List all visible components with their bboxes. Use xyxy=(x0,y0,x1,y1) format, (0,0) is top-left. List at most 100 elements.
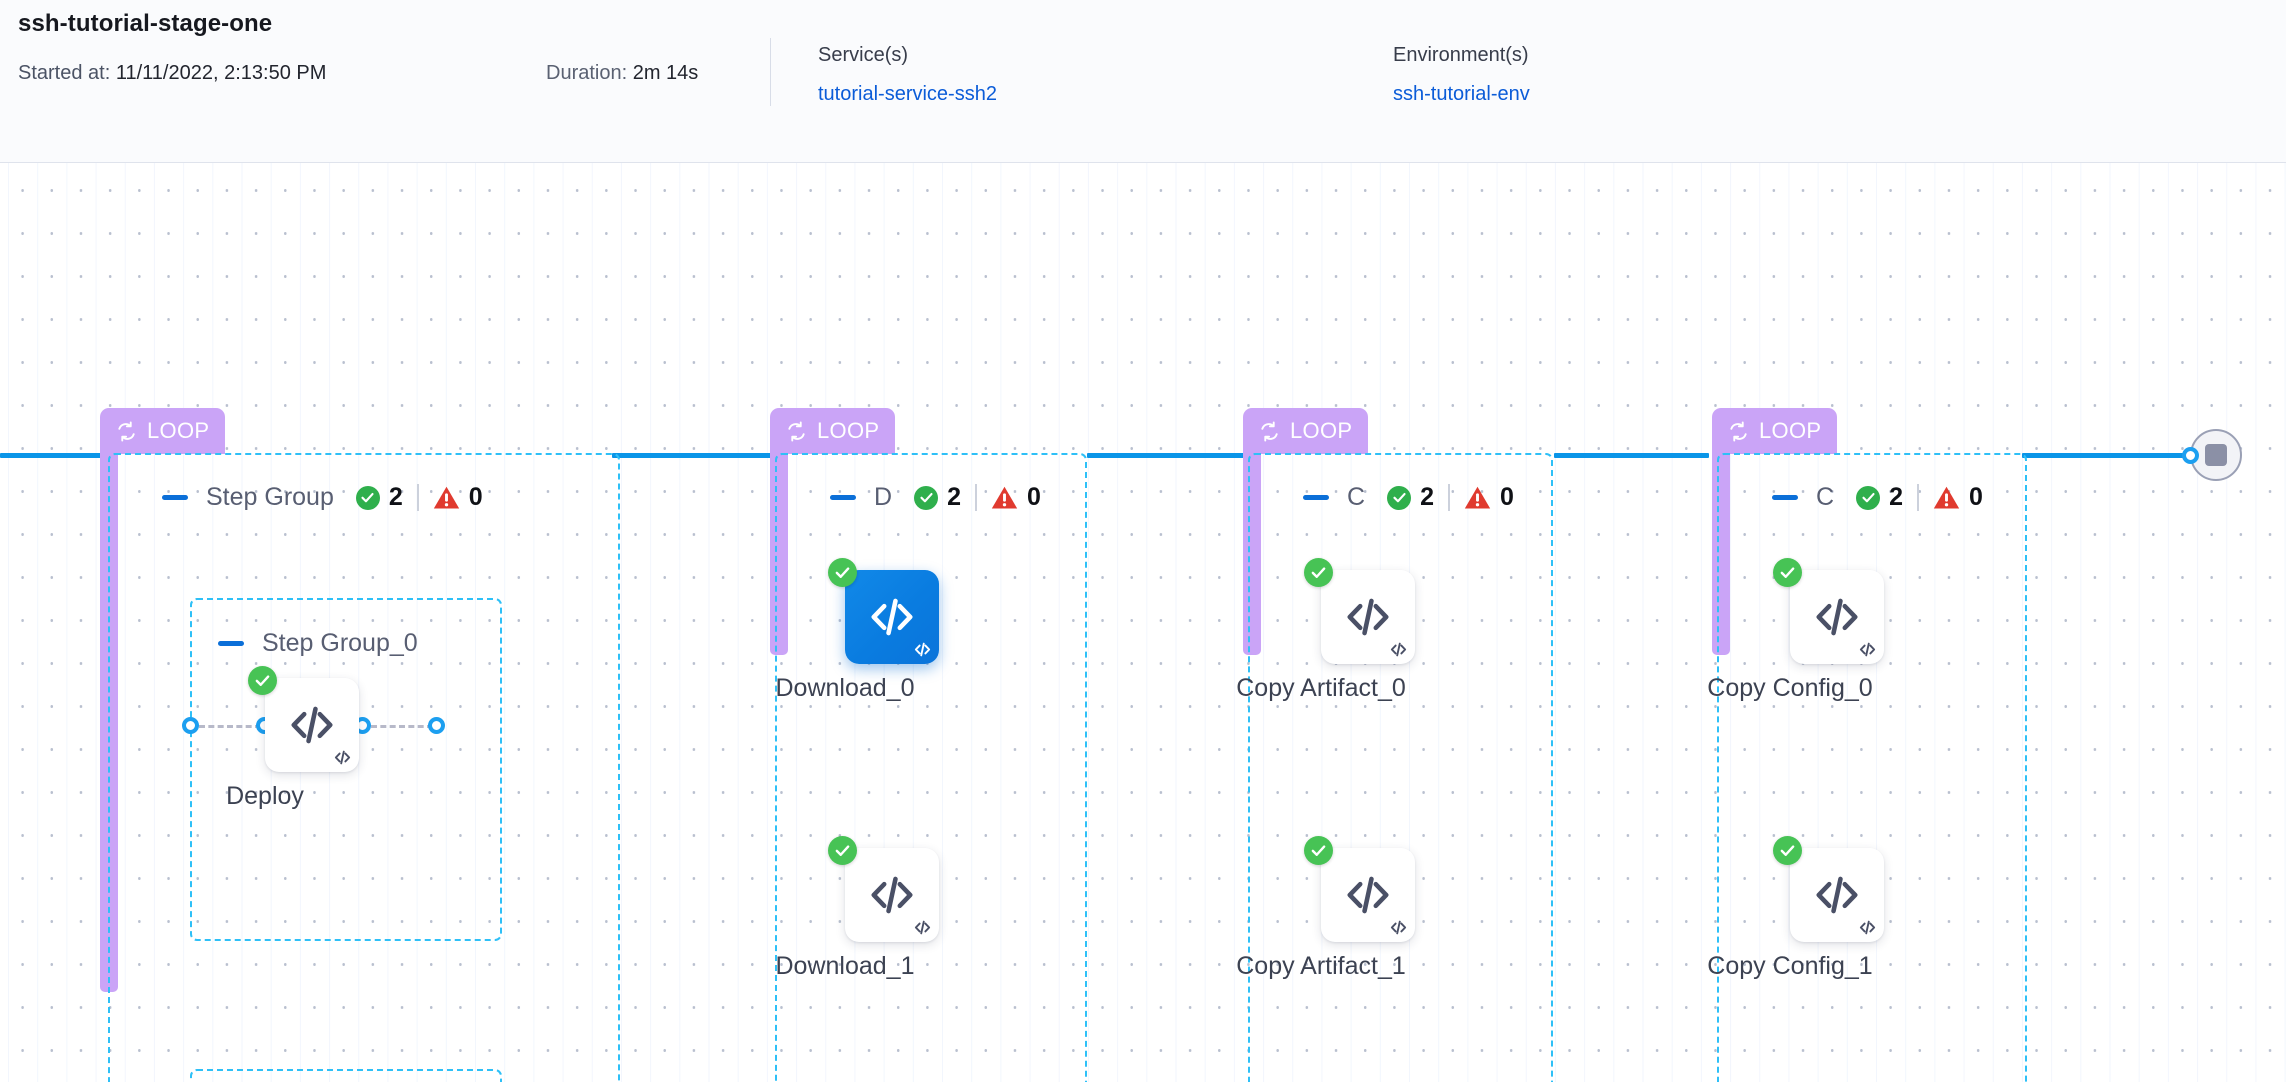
port-link-right xyxy=(371,725,433,728)
connector-line-1 xyxy=(612,453,777,458)
group-outline xyxy=(1248,453,1553,1082)
pipeline-end-node[interactable] xyxy=(2190,429,2242,481)
connector-line-end xyxy=(2022,453,2207,458)
loop-badge[interactable]: LOOP xyxy=(100,408,226,454)
loop-indicator-bar xyxy=(1712,440,1730,655)
connector-line-start xyxy=(0,453,110,458)
collapse-toggle-icon[interactable] xyxy=(1772,495,1798,500)
node-port-right-outer[interactable] xyxy=(428,717,445,734)
group-header-4: C 2 0 xyxy=(1772,483,1983,512)
collapse-toggle-icon[interactable] xyxy=(830,495,856,500)
warning-icon xyxy=(991,486,1018,509)
code-icon xyxy=(1347,876,1389,914)
code-icon xyxy=(871,598,913,636)
loop-badge[interactable]: LOOP xyxy=(1243,408,1369,454)
step-node-card[interactable] xyxy=(1790,848,1884,942)
collapse-toggle-icon[interactable] xyxy=(218,641,244,646)
duration-value: 2m 14s xyxy=(632,62,699,84)
code-corner-icon xyxy=(1390,642,1407,657)
failure-count: 0 xyxy=(1499,483,1514,511)
loop-badge[interactable]: LOOP xyxy=(770,408,896,454)
loop-icon xyxy=(1730,421,1747,441)
node-status-icon xyxy=(248,666,277,695)
code-icon xyxy=(871,876,913,914)
loop-icon xyxy=(1261,421,1278,441)
inner-group-outline-0 xyxy=(190,598,502,941)
success-stat: 2 xyxy=(355,483,403,512)
duration: Duration: 2m 14s xyxy=(546,62,698,85)
stop-icon xyxy=(2205,444,2227,466)
node-status-icon xyxy=(1304,836,1333,865)
success-icon xyxy=(1856,485,1881,510)
success-count: 2 xyxy=(947,483,961,511)
step-node-card[interactable] xyxy=(845,570,939,664)
code-corner-icon xyxy=(1390,920,1407,935)
step-node-card[interactable] xyxy=(845,848,939,942)
inner-group-title: Step Group_0 xyxy=(262,629,418,657)
loop-icon xyxy=(118,421,135,441)
warning-icon xyxy=(433,486,459,509)
failure-stat: 0 xyxy=(1464,483,1514,512)
warning-icon xyxy=(1933,486,1960,509)
node-label: Copy Artifact_1 xyxy=(1236,952,1406,980)
group-header-1: Step Group 2 0 xyxy=(162,483,483,512)
node-status-icon xyxy=(1773,836,1802,865)
duration-label: Duration: xyxy=(546,62,628,84)
node-label: Download_1 xyxy=(775,952,915,980)
environments-link[interactable]: ssh-tutorial-env xyxy=(1393,83,1530,105)
loop-icon xyxy=(788,421,805,441)
end-node-port[interactable] xyxy=(2182,447,2199,464)
group-header-2: D 2 0 xyxy=(830,483,1041,512)
services-link[interactable]: tutorial-service-ssh2 xyxy=(818,83,997,105)
failure-count: 0 xyxy=(1026,483,1041,511)
group-title: C xyxy=(1347,483,1366,511)
services-label: Service(s) xyxy=(818,44,909,66)
stat-divider xyxy=(974,484,977,511)
code-icon xyxy=(1816,876,1858,914)
group-title: D xyxy=(874,483,893,511)
group-outline xyxy=(108,453,620,1082)
step-node-card[interactable] xyxy=(1790,570,1884,664)
collapse-toggle-icon[interactable] xyxy=(162,495,188,500)
loop-badge-label: LOOP xyxy=(1759,418,1822,443)
pipeline-canvas[interactable]: LOOP Step Group 2 0 xyxy=(0,163,2286,1082)
success-stat: 2 xyxy=(914,483,961,512)
success-icon xyxy=(1387,485,1412,510)
environments-label: Environment(s) xyxy=(1393,44,1529,66)
port-link-left xyxy=(199,725,261,728)
code-corner-icon xyxy=(1859,920,1876,935)
connector-line-2 xyxy=(1087,453,1249,458)
code-corner-icon xyxy=(914,920,931,935)
stat-divider xyxy=(1447,484,1450,511)
step-node-card[interactable] xyxy=(265,678,359,772)
code-corner-icon xyxy=(1859,642,1876,657)
stat-divider xyxy=(1916,484,1919,511)
node-port-left-outer[interactable] xyxy=(182,717,199,734)
success-count: 2 xyxy=(388,483,403,511)
inner-group-header-0: Step Group_0 xyxy=(218,629,440,658)
warning-icon xyxy=(1464,486,1491,509)
started-at-value: 11/11/2022, 2:13:50 PM xyxy=(115,62,327,84)
node-status-icon xyxy=(1773,558,1802,587)
code-icon xyxy=(1816,598,1858,636)
success-count: 2 xyxy=(1889,483,1903,511)
success-icon xyxy=(914,485,939,510)
loop-badge[interactable]: LOOP xyxy=(1712,408,1838,454)
started-at-label: Started at: xyxy=(18,62,111,84)
group-outline xyxy=(775,453,1087,1082)
node-status-icon xyxy=(1304,558,1333,587)
collapse-toggle-icon[interactable] xyxy=(1303,495,1329,500)
loop-indicator-bar xyxy=(1243,440,1261,655)
page-title: ssh-tutorial-stage-one xyxy=(18,10,273,37)
loop-badge-label: LOOP xyxy=(1290,418,1353,443)
loop-badge-label: LOOP xyxy=(147,418,210,443)
node-label: Copy Artifact_0 xyxy=(1236,674,1406,702)
environments-block: Environment(s) ssh-tutorial-env xyxy=(1393,44,1530,106)
header-divider xyxy=(770,38,771,106)
connector-line-3 xyxy=(1554,453,1709,458)
failure-stat: 0 xyxy=(991,483,1041,512)
step-node-card[interactable] xyxy=(1321,570,1415,664)
step-node-card[interactable] xyxy=(1321,848,1415,942)
node-label: Download_0 xyxy=(775,674,915,702)
node-label: Copy Config_0 xyxy=(1707,674,1873,702)
